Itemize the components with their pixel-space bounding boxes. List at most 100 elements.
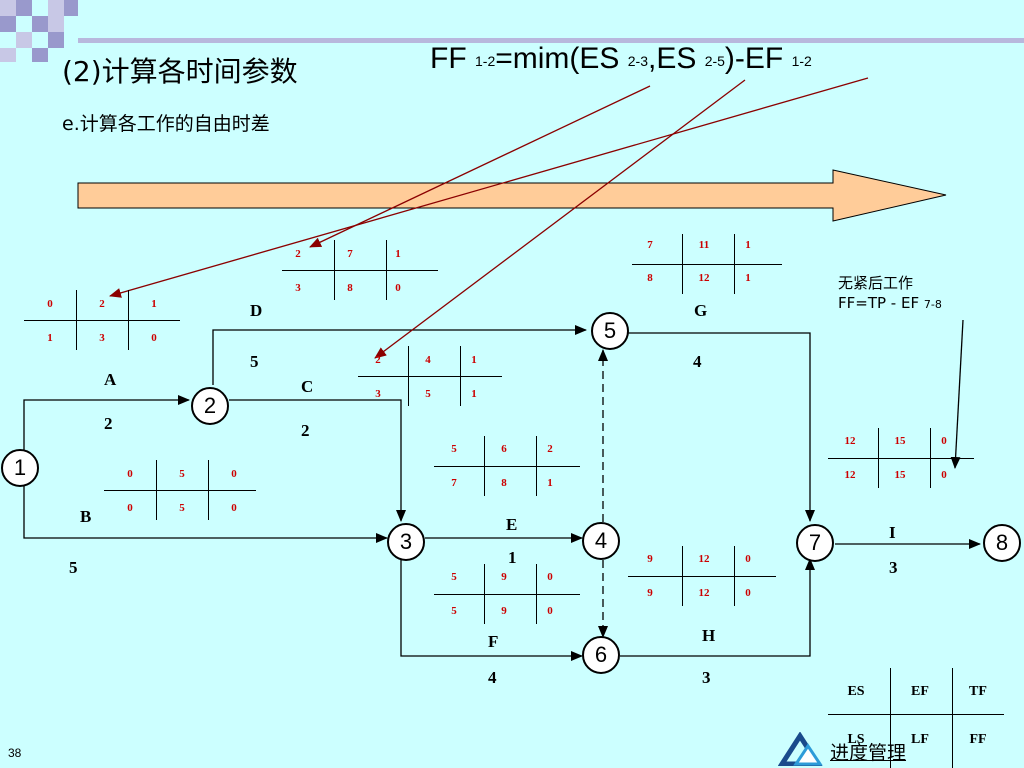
ls-value: 3 bbox=[375, 388, 381, 400]
legend-es: ES bbox=[847, 684, 865, 699]
arrow-h bbox=[620, 558, 815, 657]
ff-value: 0 bbox=[151, 332, 157, 344]
tf-value: 1 bbox=[745, 239, 751, 251]
lf-value: 8 bbox=[501, 477, 507, 489]
node-4: 4 bbox=[582, 522, 620, 560]
pointer-to-c-box bbox=[374, 79, 746, 359]
header-rule bbox=[78, 38, 1024, 43]
tf-value: 0 bbox=[745, 553, 751, 565]
es-value: 2 bbox=[295, 248, 301, 260]
lf-value: 8 bbox=[347, 282, 353, 294]
tf-value: 0 bbox=[941, 435, 947, 447]
footer-logo-text[interactable]: 进度管理 bbox=[830, 742, 907, 764]
ls-value: 3 bbox=[295, 282, 301, 294]
ef-value: 6 bbox=[501, 443, 507, 455]
ff-value: 0 bbox=[231, 502, 237, 514]
node-3: 3 bbox=[387, 523, 425, 561]
activity-c-duration: 2 bbox=[301, 421, 310, 440]
es-value: 5 bbox=[451, 571, 457, 583]
es-value: 9 bbox=[647, 553, 653, 565]
node-8: 8 bbox=[983, 524, 1021, 562]
es-value: 0 bbox=[47, 298, 53, 310]
pointer-to-i-box bbox=[950, 319, 964, 469]
activity-i-duration: 3 bbox=[889, 558, 898, 577]
legend-lf: LF bbox=[911, 732, 929, 747]
page-number: 38 bbox=[8, 746, 22, 760]
param-box-b: 0 5 0 0 5 0 bbox=[104, 460, 256, 520]
param-box-g: 7 11 1 8 12 1 bbox=[632, 234, 782, 294]
activity-h-name: H bbox=[702, 626, 716, 645]
ls-value: 12 bbox=[844, 469, 856, 481]
param-box-a: 0 2 1 1 3 0 bbox=[24, 290, 180, 350]
es-value: 0 bbox=[127, 468, 133, 480]
activity-e-name: E bbox=[506, 515, 518, 534]
arrow-a bbox=[23, 395, 190, 452]
param-box-d: 2 7 1 3 8 0 bbox=[282, 240, 438, 300]
activity-d-name: D bbox=[250, 301, 263, 320]
arrow-c bbox=[229, 399, 406, 522]
ff-value: 0 bbox=[745, 587, 751, 599]
lf-value: 9 bbox=[501, 605, 507, 617]
node-1: 1 bbox=[1, 449, 39, 487]
arrow-b bbox=[23, 484, 388, 543]
no-successor-note: 无紧后工作 FF=TP - EF 7-8 bbox=[838, 273, 942, 315]
ef-value: 15 bbox=[894, 435, 906, 447]
param-box-c: 2 4 1 3 5 1 bbox=[358, 346, 502, 406]
big-timeline-arrow bbox=[77, 169, 947, 222]
ff-value: 1 bbox=[471, 388, 477, 400]
ef-value: 2 bbox=[99, 298, 105, 310]
tf-value: 1 bbox=[395, 248, 401, 260]
ef-value: 4 bbox=[425, 354, 431, 366]
lf-value: 12 bbox=[698, 272, 710, 284]
tf-value: 0 bbox=[231, 468, 237, 480]
es-value: 5 bbox=[451, 443, 457, 455]
page-title: (2)计算各时间参数 bbox=[62, 55, 298, 88]
legend-tf: TF bbox=[969, 684, 987, 699]
node-5: 5 bbox=[591, 312, 629, 350]
activity-a-duration: 2 bbox=[104, 414, 113, 433]
ff-value: 0 bbox=[941, 469, 947, 481]
activity-d-duration: 5 bbox=[250, 352, 259, 371]
ls-value: 0 bbox=[127, 502, 133, 514]
param-box-h: 9 12 0 9 12 0 bbox=[628, 546, 776, 606]
arrow-d bbox=[212, 325, 587, 385]
page-subtitle: e.计算各工作的自由时差 bbox=[62, 113, 270, 135]
ef-value: 7 bbox=[347, 248, 353, 260]
ef-value: 12 bbox=[698, 553, 710, 565]
ls-value: 7 bbox=[451, 477, 457, 489]
pointer-to-d-box bbox=[309, 85, 651, 248]
ff-value: 0 bbox=[547, 605, 553, 617]
activity-g-duration: 4 bbox=[693, 352, 702, 371]
pointer-to-a-box bbox=[109, 77, 869, 298]
param-box-i: 12 15 0 12 15 0 bbox=[828, 428, 974, 488]
legend-ef: EF bbox=[911, 684, 929, 699]
activity-e-duration: 1 bbox=[508, 548, 517, 567]
node-2: 2 bbox=[191, 387, 229, 425]
note-line-2: FF=TP - EF 7-8 bbox=[838, 294, 942, 312]
company-logo-icon bbox=[778, 732, 823, 766]
ff-value: 1 bbox=[547, 477, 553, 489]
legend-ff: FF bbox=[969, 732, 987, 747]
activity-h-duration: 3 bbox=[702, 668, 711, 687]
param-box-f: 5 9 0 5 9 0 bbox=[434, 564, 580, 624]
es-value: 2 bbox=[375, 354, 381, 366]
ls-value: 9 bbox=[647, 587, 653, 599]
ls-value: 1 bbox=[47, 332, 53, 344]
legend-box: ES EF TF LS LF FF bbox=[828, 668, 1004, 768]
es-value: 12 bbox=[844, 435, 856, 447]
activity-a-name: A bbox=[104, 370, 117, 389]
param-box-e: 5 6 2 7 8 1 bbox=[434, 436, 580, 496]
activity-i-name: I bbox=[889, 523, 896, 542]
ff-value: 0 bbox=[395, 282, 401, 294]
ef-value: 5 bbox=[179, 468, 185, 480]
ls-value: 8 bbox=[647, 272, 653, 284]
tf-value: 1 bbox=[151, 298, 157, 310]
ls-value: 5 bbox=[451, 605, 457, 617]
lf-value: 5 bbox=[179, 502, 185, 514]
node-6: 6 bbox=[582, 636, 620, 674]
lf-value: 15 bbox=[894, 469, 906, 481]
node-7: 7 bbox=[796, 524, 834, 562]
activity-b-duration: 5 bbox=[69, 558, 78, 577]
tf-value: 1 bbox=[471, 354, 477, 366]
